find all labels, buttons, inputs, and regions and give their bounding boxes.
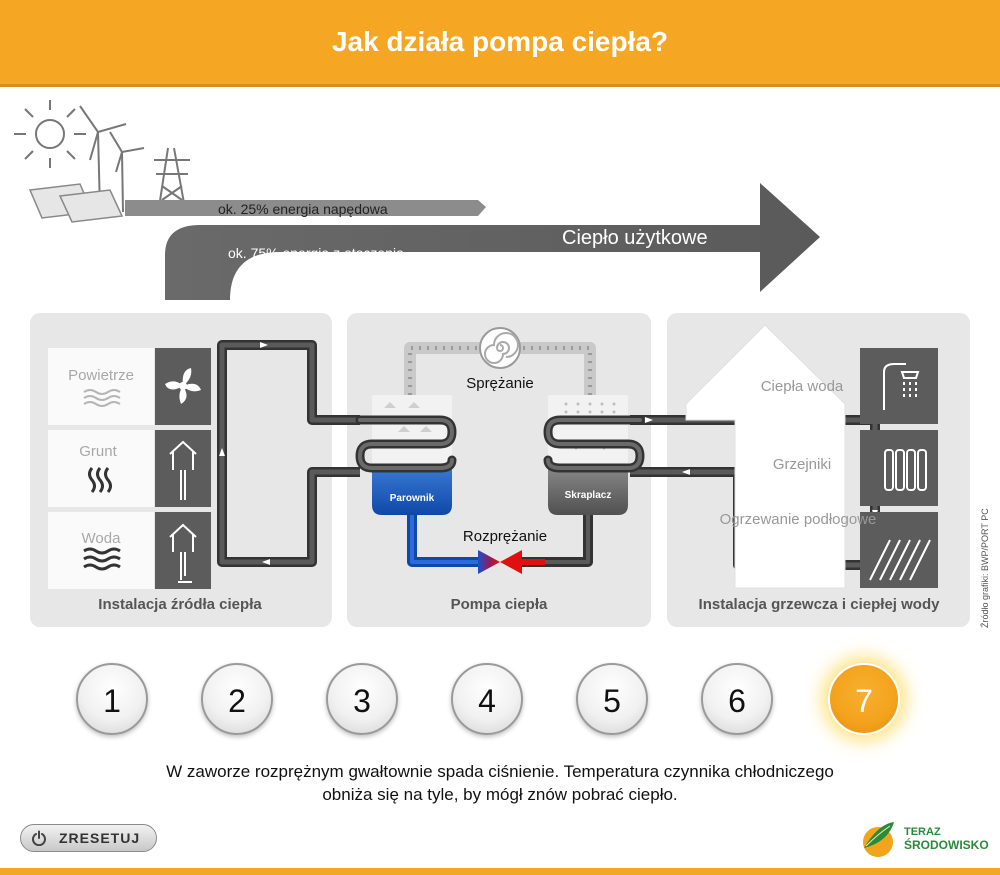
- logo-line-1: TERAZ: [904, 826, 941, 838]
- pump-panel: [347, 313, 651, 627]
- pump-panel-title: Pompa ciepła: [451, 596, 548, 613]
- heating-item-label: Ciepła woda: [761, 378, 844, 395]
- water-waves-icon: [83, 547, 121, 571]
- expansion-label: Rozprężanie: [463, 528, 547, 545]
- leaf-globe-icon: [863, 822, 894, 857]
- useful-heat-label: Ciepło użytkowe: [562, 227, 708, 249]
- radiator-icon: [884, 449, 927, 491]
- flow-arrow-icon: [260, 342, 268, 348]
- evaporator: Parownik: [355, 395, 457, 515]
- heating-item-label: Grzejniki: [773, 456, 831, 473]
- compression-loop: Sprężanie: [404, 327, 596, 395]
- power-icon: [32, 830, 46, 846]
- expansion-loop: Rozprężanie: [407, 515, 593, 574]
- source-item-label: Woda: [82, 530, 122, 547]
- heating-panel-title: Instalacja grzewcza i ciepłej wody: [699, 596, 941, 613]
- air-waves-icon: [83, 389, 121, 407]
- step-button-2[interactable]: 2: [201, 663, 273, 735]
- fan-icon: [165, 368, 201, 404]
- flow-arrow-icon: [682, 469, 690, 475]
- floor-heating-icon: [869, 539, 931, 581]
- footer-bar: [0, 868, 1000, 875]
- teraz-srodowisko-logo: TERAZ ŚRODOWISKO: [856, 816, 990, 864]
- compression-label: Sprężanie: [466, 375, 534, 392]
- source-tiles: Powietrze Grunt Woda: [48, 348, 211, 589]
- ambient-energy-label: ok. 75% energia z otoczenia: [228, 245, 404, 261]
- source-item-label: Grunt: [79, 443, 117, 460]
- renewable-energy-illustration: [14, 100, 190, 223]
- step-button-6[interactable]: 6: [701, 663, 773, 735]
- step-button-5[interactable]: 5: [576, 663, 648, 735]
- step-button-1[interactable]: 1: [76, 663, 148, 735]
- source-loop-pipe: [217, 340, 360, 567]
- condenser-coil: [543, 415, 645, 473]
- house-outline: Ciepła woda Grzejniki Ogrzewanie podłogo…: [685, 324, 938, 589]
- sun-icon: [14, 100, 86, 168]
- energy-flow-arrow: ok. 25% energia napędowa ok. 75% energia…: [125, 183, 820, 300]
- header-underline: [0, 84, 1000, 87]
- shower-icon: [883, 363, 920, 410]
- step-button-3[interactable]: 3: [326, 663, 398, 735]
- evaporator-label: Parownik: [390, 493, 435, 504]
- header-bar: [0, 0, 1000, 84]
- flow-arrow-icon: [262, 559, 270, 565]
- reset-button[interactable]: ZRESETUJ: [20, 824, 157, 852]
- expansion-valve-icon: [478, 550, 522, 574]
- water-well-icon: [169, 523, 197, 583]
- condenser-label: Skraplacz: [565, 490, 612, 501]
- flow-arrow-icon: [645, 417, 653, 423]
- step-button-4[interactable]: 4: [451, 663, 523, 735]
- source-panel-title: Instalacja źródła ciepła: [98, 596, 262, 613]
- heat-pump-diagram: ok. 25% energia napędowa ok. 75% energia…: [14, 100, 990, 628]
- reset-label: ZRESETUJ: [59, 830, 141, 846]
- logo-line-2: ŚRODOWISKO: [904, 838, 989, 852]
- page-title: Jak działa pompa ciepła?: [331, 26, 669, 57]
- source-item-label: Powietrze: [68, 367, 134, 384]
- heating-item-label: Ogrzewanie podłogowe: [720, 511, 877, 528]
- image-credit: Źródło grafiki: BWP/PORT PC: [980, 508, 990, 628]
- drive-energy-label: ok. 25% energia napędowa: [218, 201, 388, 217]
- step-description: W zaworze rozprężnym gwałtownie spada ci…: [166, 762, 834, 804]
- evaporator-coil: [355, 415, 457, 473]
- ground-heat-icon: [88, 467, 112, 493]
- condenser: Skraplacz: [543, 395, 645, 515]
- ground-probe-icon: [169, 440, 197, 500]
- compressor-icon: [479, 327, 521, 369]
- step-button-7[interactable]: 7: [828, 663, 900, 735]
- solar-panel-icon: [28, 183, 124, 223]
- flow-arrow-icon: [219, 448, 225, 456]
